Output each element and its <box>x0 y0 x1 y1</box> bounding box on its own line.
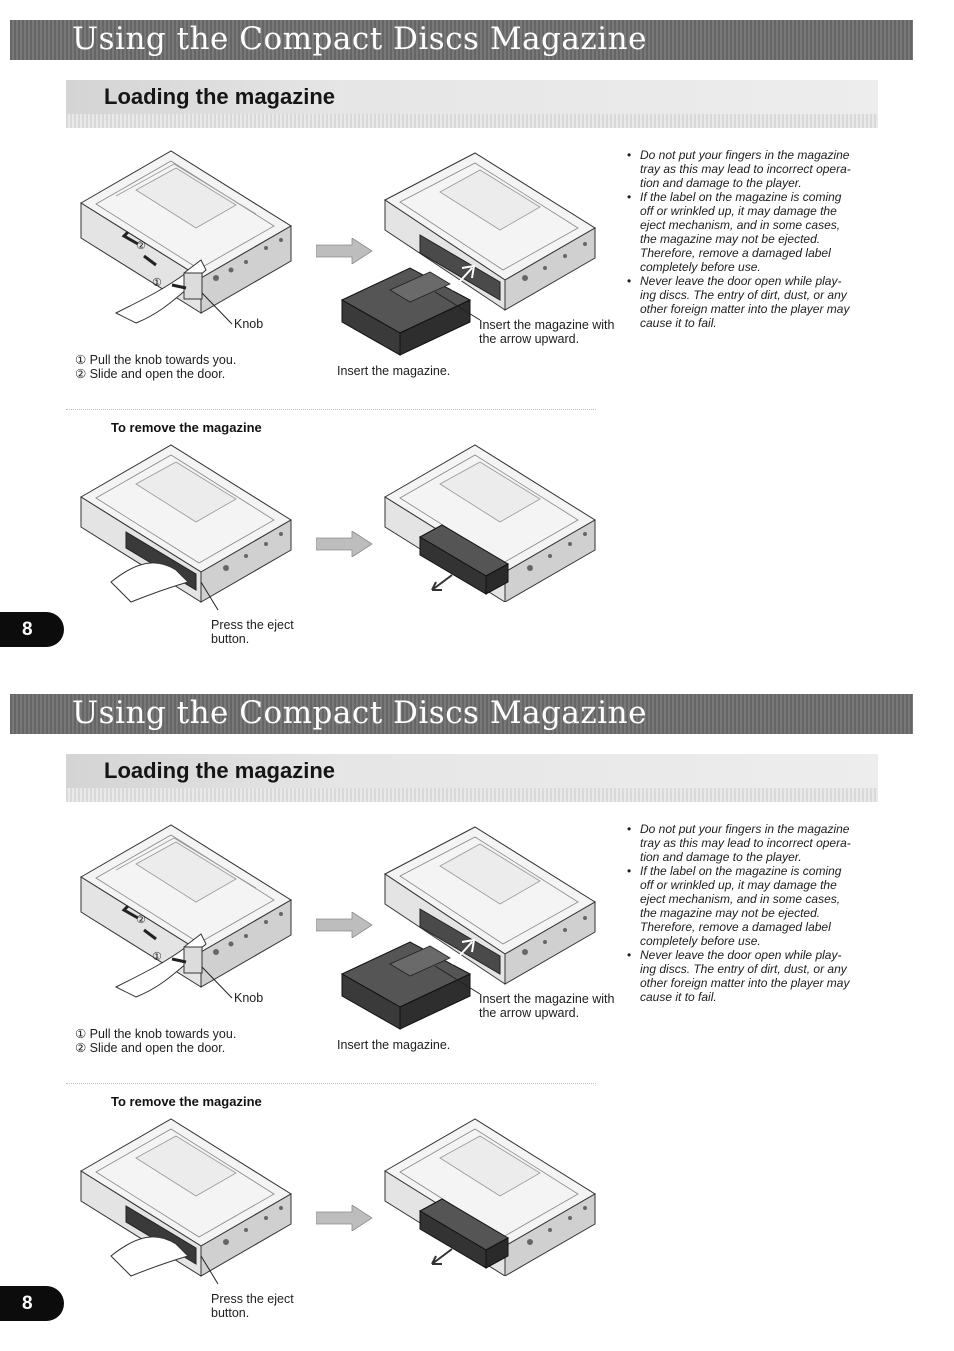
eject-caption: Press the eject button. <box>211 618 294 646</box>
manual-page: Using the Compact Discs Magazine Loading… <box>0 0 954 674</box>
process-arrow-icon <box>316 912 373 938</box>
magazine-ejected-illustration <box>384 1118 596 1276</box>
process-arrow-icon <box>316 1205 373 1231</box>
caution-notes: Do not put your fingers in the magazine … <box>625 148 885 330</box>
chapter-title: Using the Compact Discs Magazine <box>72 695 647 731</box>
note-item: Never leave the door open while play- in… <box>625 274 885 330</box>
direction-arrow-icon <box>451 264 476 291</box>
chapter-title: Using the Compact Discs Magazine <box>72 21 647 57</box>
note-item: If the label on the magazine is coming o… <box>625 190 885 274</box>
player-unit-icon <box>80 1118 292 1277</box>
hand-icon <box>110 1236 189 1277</box>
insert-arrow-caption: Insert the magazine with the arrow upwar… <box>479 992 615 1020</box>
insert-magazine-illustration <box>340 826 596 1030</box>
player-unit-icon <box>384 152 596 311</box>
player-unit-icon <box>384 826 596 985</box>
magazine-ejected-illustration <box>384 444 596 602</box>
page-number-tab: 8 <box>0 1286 64 1321</box>
note-item: Do not put your fingers in the magazine … <box>625 148 885 190</box>
section-title: Loading the magazine <box>104 84 336 109</box>
insert-arrow-caption: Insert the magazine with the arrow upwar… <box>479 318 615 346</box>
note-item: Do not put your fingers in the magazine … <box>625 822 885 864</box>
press-eject-illustration <box>80 1118 292 1285</box>
section-header-bar <box>66 80 878 128</box>
chapter-banner: Using the Compact Discs Magazine <box>10 20 913 60</box>
remove-heading: To remove the magazine <box>111 420 262 435</box>
insert-caption: Insert the magazine. <box>337 364 451 378</box>
player-door-open-illustration: ② ① <box>80 824 292 999</box>
knob-label: Knob <box>234 317 264 331</box>
step2-marker: ② <box>136 914 146 926</box>
process-arrow-icon <box>316 531 373 557</box>
player-door-open-illustration: ② ① <box>80 150 292 325</box>
divider <box>66 409 596 410</box>
divider <box>66 1083 596 1084</box>
player-unit-icon <box>80 150 292 314</box>
page-number: 8 <box>22 619 33 640</box>
section-title: Loading the magazine <box>104 758 336 783</box>
step-1: ① Pull the knob towards you. <box>75 353 237 367</box>
magazine-cartridge-icon <box>418 524 510 595</box>
step-1: ① Pull the knob towards you. <box>75 1027 237 1041</box>
step-2: ② Slide and open the door. <box>75 1041 226 1055</box>
manual-page: Using the Compact Discs Magazine Loading… <box>0 674 954 1348</box>
direction-arrow-icon <box>431 574 453 591</box>
chapter-banner: Using the Compact Discs Magazine <box>10 694 913 734</box>
caution-notes: Do not put your fingers in the magazine … <box>625 822 885 1004</box>
magazine-cartridge-icon <box>418 1198 510 1269</box>
press-eject-illustration <box>80 444 292 611</box>
process-arrow-icon <box>316 238 373 264</box>
remove-heading: To remove the magazine <box>111 1094 262 1109</box>
step-2: ② Slide and open the door. <box>75 367 226 381</box>
step2-marker: ② <box>136 240 146 252</box>
direction-arrow-icon <box>121 230 187 290</box>
insert-magazine-illustration <box>340 152 596 356</box>
knob-label: Knob <box>234 991 264 1005</box>
note-item: If the label on the magazine is coming o… <box>625 864 885 948</box>
direction-arrow-icon <box>451 938 476 965</box>
insert-caption: Insert the magazine. <box>337 1038 451 1052</box>
player-unit-icon <box>80 824 292 988</box>
step1-marker: ① <box>152 951 162 963</box>
direction-arrow-icon <box>431 1248 453 1265</box>
page-number-tab: 8 <box>0 612 64 647</box>
section-header-bar <box>66 754 878 802</box>
hand-icon <box>110 562 189 603</box>
page-number: 8 <box>22 1293 33 1314</box>
step1-marker: ① <box>152 277 162 289</box>
direction-arrow-icon <box>121 904 187 964</box>
player-unit-icon <box>80 444 292 603</box>
note-item: Never leave the door open while play- in… <box>625 948 885 1004</box>
magazine-cartridge-icon <box>340 267 472 356</box>
magazine-cartridge-icon <box>340 941 472 1030</box>
eject-caption: Press the eject button. <box>211 1292 294 1320</box>
